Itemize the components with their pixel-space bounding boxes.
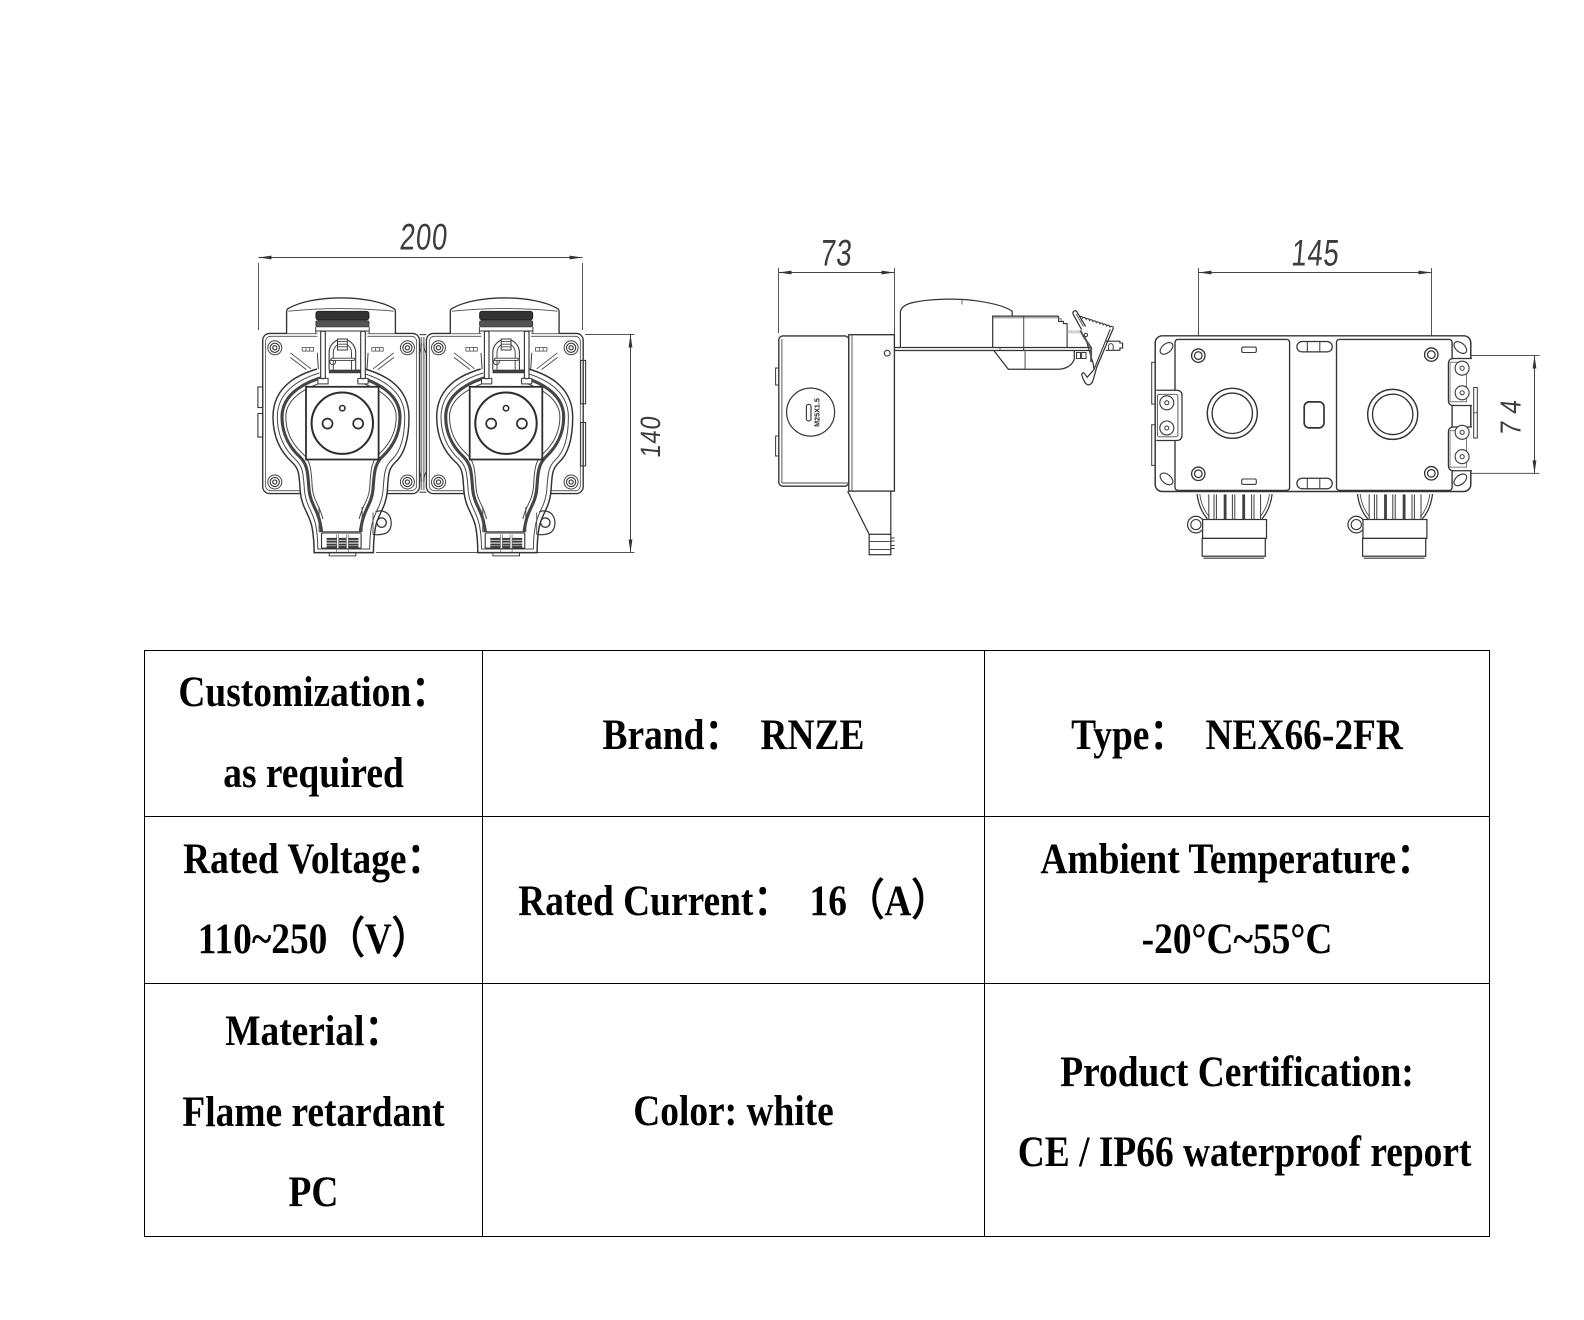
svg-text:73: 73 [819,231,855,273]
svg-text:140: 140 [634,413,666,459]
svg-text:145: 145 [1290,231,1342,273]
svg-text:200: 200 [398,215,450,257]
svg-text:74: 74 [1495,390,1527,436]
svg-text:M25X1.5: M25X1.5 [813,398,822,427]
